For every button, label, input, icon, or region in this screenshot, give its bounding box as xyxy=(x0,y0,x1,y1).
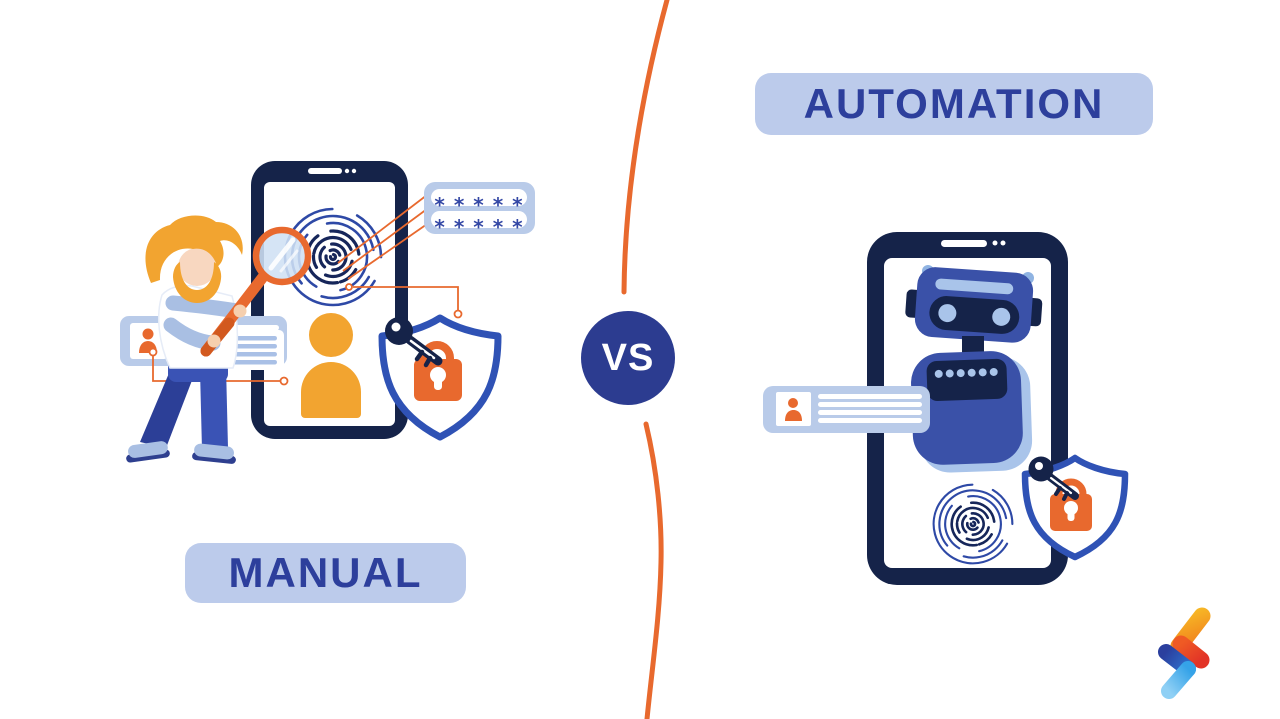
hand xyxy=(233,304,247,318)
robot-icon xyxy=(905,265,1043,473)
camera-dot-icon xyxy=(1000,240,1006,246)
brand-logo xyxy=(1158,607,1211,699)
camera-dot-icon xyxy=(351,168,357,174)
robot-panel-dots xyxy=(934,367,998,378)
security-shield-right xyxy=(1021,454,1129,561)
shoe-icon xyxy=(126,441,236,464)
user-icon xyxy=(785,398,802,421)
speaker-icon xyxy=(941,240,987,247)
key-icon xyxy=(385,317,443,368)
hair xyxy=(145,215,243,283)
automation-label: AUTOMATION xyxy=(755,73,1153,135)
person-illustration xyxy=(126,215,245,464)
divider-curve xyxy=(621,0,670,719)
magnifier-icon xyxy=(200,226,312,357)
hand xyxy=(207,334,221,348)
camera-dot-icon xyxy=(992,240,998,246)
security-shield-left xyxy=(378,314,502,441)
versus-badge: VS xyxy=(581,311,675,405)
password-panel: * * * * * * * * * * xyxy=(424,182,535,239)
password-asterisks: * * * * * xyxy=(434,193,523,217)
id-card-icon xyxy=(763,386,930,433)
beard xyxy=(173,262,222,303)
password-field[interactable] xyxy=(431,211,527,228)
camera-dot-icon xyxy=(344,168,350,174)
robot-eye xyxy=(992,307,1011,326)
key-icon xyxy=(1028,456,1079,501)
manual-label: MANUAL xyxy=(185,543,466,603)
robot-eye xyxy=(938,304,957,323)
password-field[interactable] xyxy=(431,189,527,206)
face xyxy=(178,248,216,286)
text-lines xyxy=(818,394,922,423)
user-avatar-icon xyxy=(301,313,361,418)
speaker-icon xyxy=(308,168,342,174)
password-asterisks: * * * * * xyxy=(434,215,523,239)
connector-lines xyxy=(148,194,463,386)
